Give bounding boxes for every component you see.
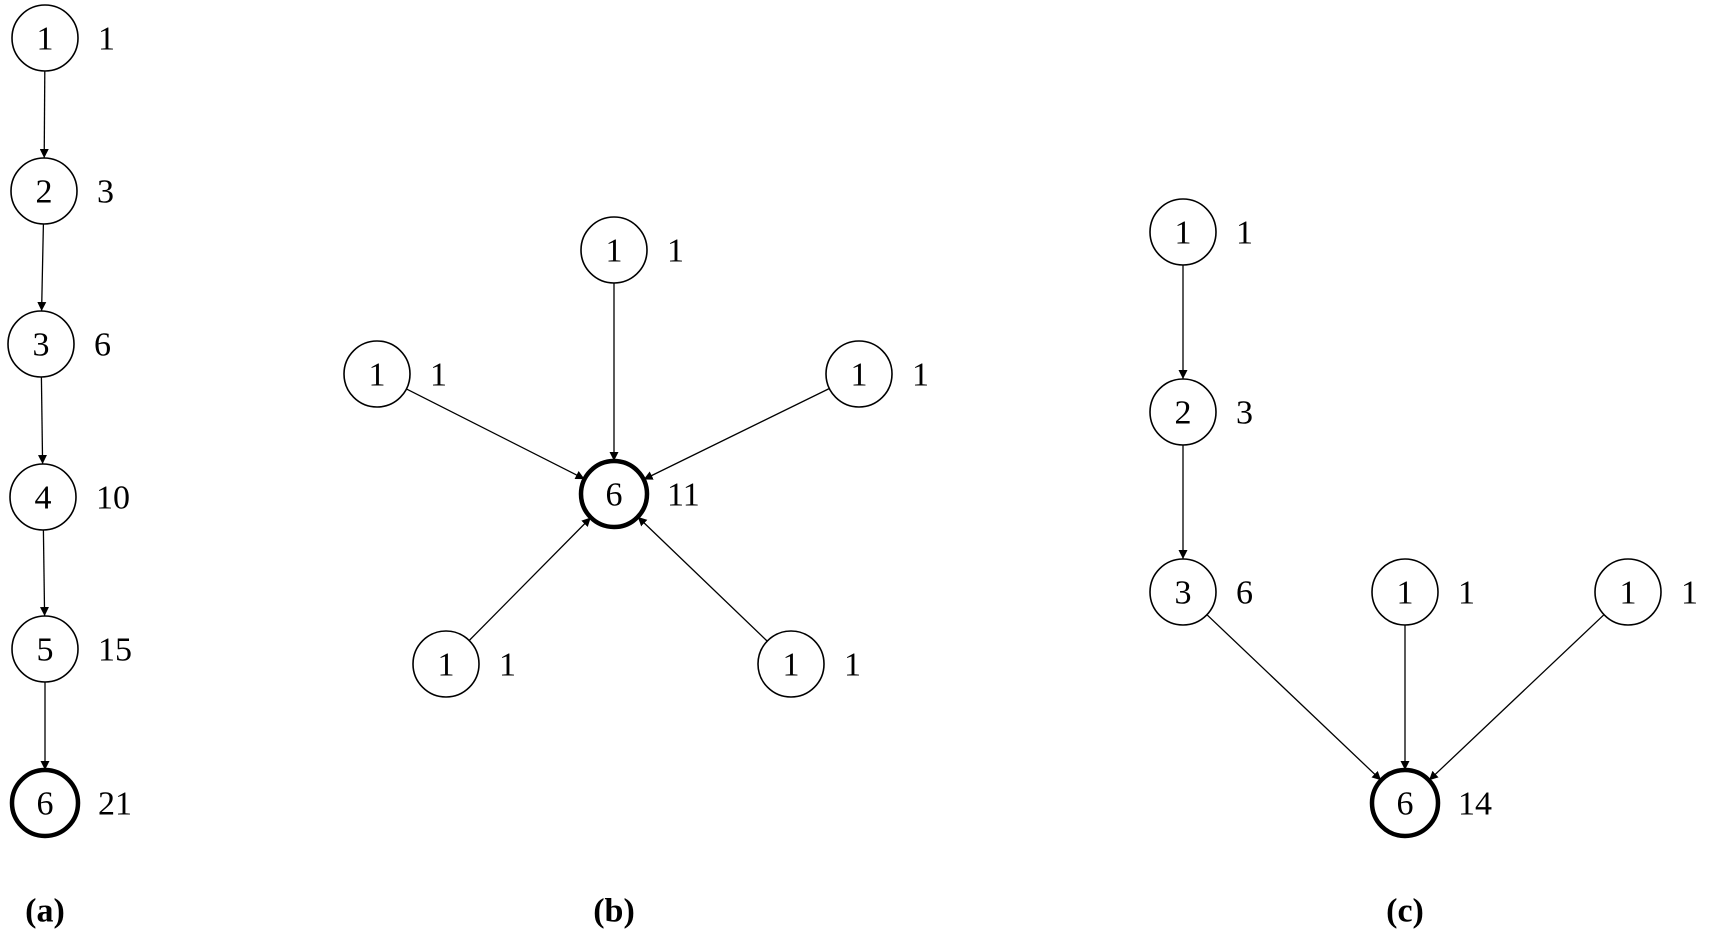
node-label: 1: [1397, 575, 1414, 612]
node-value: 3: [1236, 395, 1253, 432]
edge-a3-to-a4: [37, 376, 47, 465]
node-circle: [343, 340, 411, 408]
node-circle: [7, 310, 75, 378]
node-circle: [1149, 378, 1217, 446]
node-value: 1: [1681, 575, 1698, 612]
edge-b2-to-b6: [406, 388, 585, 480]
node-circle: [580, 216, 648, 284]
root-node-circle: [578, 458, 650, 530]
node-label: 6: [606, 477, 623, 514]
node-label: 1: [1175, 215, 1192, 252]
node-label: 1: [606, 233, 623, 270]
node-label: 1: [369, 357, 386, 394]
node-value: 6: [94, 327, 111, 364]
node-circle: [1149, 198, 1217, 266]
node-circle: [9, 463, 77, 531]
node-value: 1: [912, 357, 929, 394]
root-node-circle: [9, 767, 81, 839]
node-label: 1: [851, 357, 868, 394]
node-label: 3: [33, 327, 50, 364]
panel-label-c: (c): [1386, 893, 1424, 930]
node-a6: 6 21: [9, 767, 132, 839]
node-circle: [11, 615, 79, 683]
root-node-circle: [1369, 767, 1441, 839]
node-value: 11: [667, 477, 700, 514]
node-circle: [1149, 558, 1217, 626]
node-label: 1: [438, 647, 455, 684]
node-value: 1: [499, 647, 516, 684]
node-circle: [10, 157, 78, 225]
edge-b5-to-b6: [637, 516, 768, 642]
node-label: 3: [1175, 575, 1192, 612]
node-label: 2: [36, 174, 53, 211]
node-label: 1: [783, 647, 800, 684]
panel-label-b: (b): [593, 893, 635, 930]
node-c6: 6 14: [1369, 767, 1492, 839]
node-label: 2: [1175, 395, 1192, 432]
edge-a1-to-a2: [39, 70, 49, 159]
node-circle: [1594, 558, 1662, 626]
node-value: 21: [98, 786, 132, 823]
edge-b3-to-b6: [643, 387, 830, 481]
node-value: 6: [1236, 575, 1253, 612]
node-b6: 6 11: [578, 458, 700, 530]
node-label: 6: [1397, 786, 1414, 823]
node-label: 6: [37, 786, 54, 823]
edge-a2-to-a3: [37, 223, 47, 312]
panel-label-a: (a): [25, 893, 65, 930]
node-value: 1: [844, 647, 861, 684]
node-label: 4: [35, 480, 52, 517]
node-circle: [825, 340, 893, 408]
edge-c3-to-c6: [1206, 614, 1382, 781]
node-circle: [412, 630, 480, 698]
node-a5: 5 15: [11, 615, 132, 683]
edge-c5-to-c6: [1428, 614, 1605, 781]
node-value: 1: [1458, 575, 1475, 612]
node-circle: [1371, 558, 1439, 626]
node-label: 5: [37, 632, 54, 669]
node-value: 15: [98, 632, 132, 669]
node-label: 1: [37, 21, 54, 58]
node-value: 1: [430, 357, 447, 394]
node-value: 3: [97, 174, 114, 211]
node-a4: 4 10: [9, 463, 130, 531]
node-value: 1: [98, 21, 115, 58]
edge-a4-to-a5: [39, 529, 49, 617]
node-circle: [757, 630, 825, 698]
node-label: 1: [1620, 575, 1637, 612]
node-circle: [11, 4, 79, 72]
node-value: 10: [96, 480, 130, 517]
node-value: 1: [1236, 215, 1253, 252]
node-value: 1: [667, 233, 684, 270]
edge-b4-to-b6: [468, 517, 592, 641]
node-value: 14: [1458, 786, 1492, 823]
